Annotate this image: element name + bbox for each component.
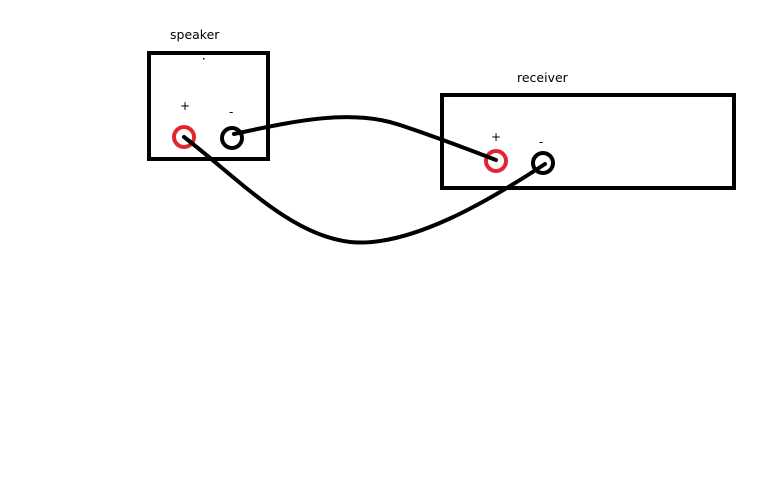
speaker-negative-terminal [220, 126, 244, 150]
receiver-positive-terminal [484, 149, 508, 173]
speaker-label: speaker [170, 27, 220, 42]
wire-speaker-positive-to-receiver-negative [182, 135, 547, 245]
speaker-plus-label: + [180, 99, 190, 113]
speaker-minus-label: - [229, 105, 233, 119]
receiver-label: receiver [517, 70, 569, 85]
receiver-plus-label: + [491, 130, 501, 144]
receiver-negative-terminal [531, 151, 555, 175]
receiver-unit: receiver + - [440, 70, 736, 190]
speaker-dot [203, 58, 205, 60]
receiver-minus-label: - [539, 135, 543, 149]
wire-speaker-negative-to-receiver-positive [232, 115, 498, 162]
speaker-positive-terminal [172, 125, 196, 149]
